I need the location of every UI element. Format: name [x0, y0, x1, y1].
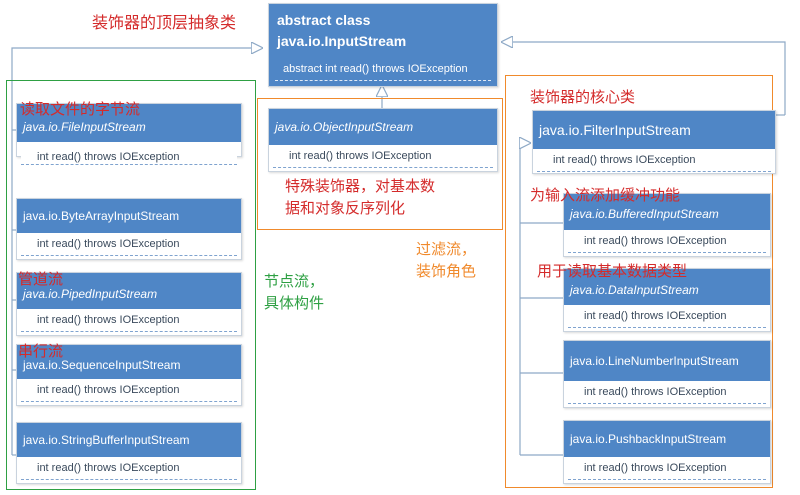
note-piped: 管道流	[18, 270, 64, 288]
class-datainputstream-method: int read() throws IOException	[568, 305, 766, 328]
note-sequence: 串行流	[18, 342, 64, 360]
note-core-class: 装饰器的核心类	[530, 88, 636, 106]
class-bytearrayinputstream[interactable]: java.io.ByteArrayInputStream int read() …	[16, 198, 242, 260]
class-bufferedinputstream[interactable]: java.io.BufferedInputStream int read() t…	[563, 193, 771, 257]
class-bytearrayinputstream-name: java.io.ByteArrayInputStream	[17, 199, 241, 233]
class-bufferedinputstream-method: int read() throws IOException	[568, 230, 766, 253]
class-inputstream-keyword: abstract class	[277, 12, 371, 28]
note-data: 用于读取基本数据类型	[537, 262, 688, 280]
class-pushbackinputstream[interactable]: java.io.PushbackInputStream int read() t…	[563, 420, 771, 484]
class-datainputstream-name: java.io.DataInputStream	[564, 269, 770, 305]
note-fileinputstream: 读取文件的字节流	[20, 100, 141, 118]
class-pushbackinputstream-method: int read() throws IOException	[568, 457, 766, 480]
object-decorator-group	[257, 98, 503, 230]
class-fileinputstream-method: int read() throws IOException	[21, 150, 237, 165]
class-bufferedinputstream-name: java.io.BufferedInputStream	[564, 194, 770, 230]
filter-decorator-group	[505, 75, 773, 488]
class-inputstream-method: abstract int read() throws IOException	[275, 58, 491, 81]
class-objectinputstream[interactable]: java.io.ObjectInputStream int read() thr…	[268, 108, 498, 172]
class-pushbackinputstream-name: java.io.PushbackInputStream	[564, 421, 770, 457]
class-pipedinputstream[interactable]: java.io.PipedInputStream int read() thro…	[16, 272, 242, 336]
class-filterinputstream-method: int read() throws IOException	[537, 149, 771, 172]
class-pipedinputstream-name: java.io.PipedInputStream	[17, 273, 241, 309]
note-filter-role-line1: 过滤流，	[416, 240, 477, 258]
class-pipedinputstream-method: int read() throws IOException	[21, 309, 237, 332]
note-node-stream-line2: 具体构件	[264, 294, 325, 312]
class-sequenceinputstream-name: java.io.SequenceInputStream	[17, 345, 241, 379]
class-objectinputstream-name: java.io.ObjectInputStream	[269, 109, 497, 145]
class-inputstream[interactable]: abstract class java.io.InputStream abstr…	[268, 3, 498, 87]
node-stream-group	[6, 80, 256, 490]
class-stringbufferinputstream-name: java.io.StringBufferInputStream	[17, 423, 241, 457]
class-fileinputstream[interactable]: java.io.FileInputStream int read() throw…	[16, 103, 242, 165]
note-filter-role: 过滤流， 装饰角色	[416, 238, 476, 282]
class-inputstream-name: java.io.InputStream	[277, 33, 407, 49]
class-fileinputstream-name: java.io.FileInputStream	[17, 104, 241, 142]
class-sequenceinputstream-method: int read() throws IOException	[21, 379, 237, 402]
class-sequenceinputstream[interactable]: java.io.SequenceInputStream int read() t…	[16, 344, 242, 406]
class-objectinputstream-method: int read() throws IOException	[273, 145, 493, 168]
connector-filter-trunk	[520, 143, 530, 455]
class-bytearrayinputstream-method: int read() throws IOException	[21, 233, 237, 256]
class-datainputstream[interactable]: java.io.DataInputStream int read() throw…	[563, 268, 771, 332]
class-stringbufferinputstream[interactable]: java.io.StringBufferInputStream int read…	[16, 422, 242, 484]
note-special-decorator: 特殊装饰器，对基本数 据和对象反序列化	[285, 175, 435, 219]
class-stringbufferinputstream-method: int read() throws IOException	[21, 457, 237, 480]
connector-left-trunk	[11, 48, 262, 455]
class-linenumberinputstream-method: int read() throws IOException	[568, 381, 766, 404]
class-filterinputstream[interactable]: java.io.FilterInputStream int read() thr…	[532, 110, 776, 174]
note-buffered: 为输入流添加缓冲功能	[530, 186, 681, 204]
note-filter-role-line2: 装饰角色	[416, 262, 477, 280]
note-root: 装饰器的顶层抽象类	[92, 13, 237, 32]
note-special-line2: 据和对象反序列化	[285, 199, 406, 217]
note-special-line1: 特殊装饰器，对基本数	[285, 177, 436, 195]
class-linenumberinputstream[interactable]: java.io.LineNumberInputStream int read()…	[563, 340, 771, 408]
connector-filter	[502, 42, 786, 115]
note-node-stream-line1: 节点流，	[264, 272, 325, 290]
class-filterinputstream-name: java.io.FilterInputStream	[533, 111, 775, 149]
note-node-stream: 节点流， 具体构件	[264, 270, 324, 314]
class-linenumberinputstream-name: java.io.LineNumberInputStream	[564, 341, 770, 381]
